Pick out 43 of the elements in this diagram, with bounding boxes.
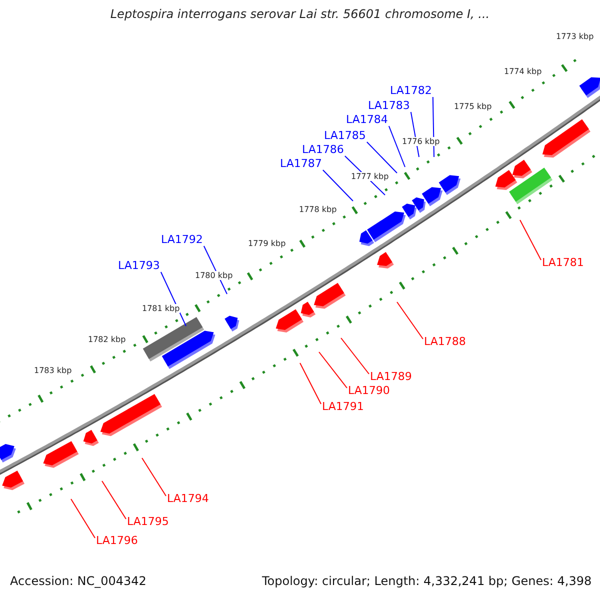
gene-label: LA1791 [322,401,364,413]
gene-label: LA1794 [167,493,209,505]
leader-line [396,302,424,340]
gene-label: LA1781 [542,257,584,269]
gene-label: LA1792 [161,234,203,246]
scale-label: 1779 kbp [248,239,286,248]
scale-label: 1782 kbp [88,335,126,344]
gene-label: LA1783 [368,100,410,112]
leader-line [366,142,398,174]
gene-label: LA1782 [390,85,432,97]
scale-label: 1777 kbp [351,172,389,181]
scale-label: 1773 kbp [556,32,594,41]
leader-line [318,352,348,388]
diagram-title: Leptospira interrogans serovar Lai str. 56601 chromosome I, ... [109,7,491,21]
scale-label: 1780 kbp [195,271,233,280]
gene-label: LA1788 [424,336,466,348]
accession-text: Accession: NC_004342 [10,574,146,588]
leader-line [70,498,96,538]
scale-label: 1775 kbp [454,102,492,111]
genome-stats-text: Topology: circular; Length: 4,332,241 bp; Genes: 4,398 [262,574,592,588]
leader-line [300,362,322,404]
leader-line [322,170,354,202]
gene-label: LA1787 [280,158,322,170]
leader-line [142,458,166,496]
gene-label: LA1785 [324,130,366,142]
leader-line [432,96,434,158]
gene-label: LA1786 [302,144,344,156]
scale-label: 1778 kbp [299,205,337,214]
gene-label: LA1793 [118,260,160,272]
gene-label: LA1784 [346,114,388,126]
leader-line [520,220,542,260]
gene-label: LA1796 [96,535,138,547]
gene-label: LA1790 [348,385,390,397]
leader-line [388,126,406,168]
gene-label: LA1795 [127,516,169,528]
leader-line [102,480,126,520]
leader-line [160,272,186,326]
scale-label: 1774 kbp [504,67,542,76]
scale-label: 1781 kbp [142,304,180,313]
scale-label: 1776 kbp [402,137,440,146]
scale-label: 1783 kbp [34,366,72,375]
leader-line [340,338,370,374]
gene-label: LA1789 [370,371,412,383]
